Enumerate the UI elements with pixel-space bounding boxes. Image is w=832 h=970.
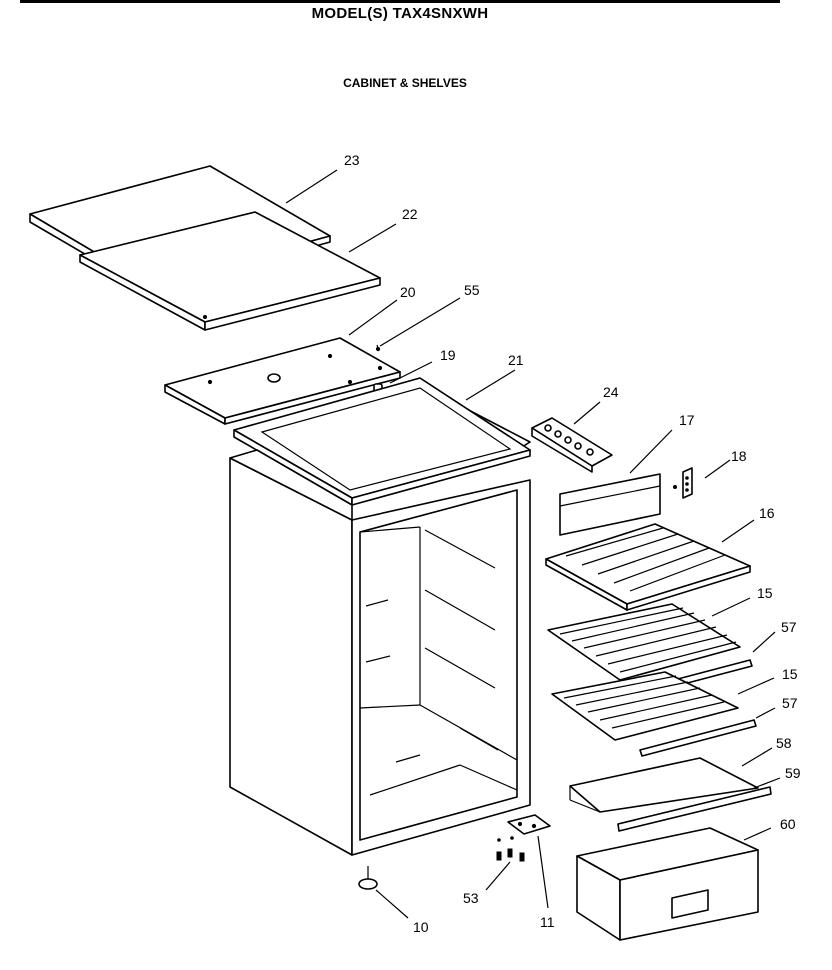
callout-11: 11 [540, 914, 555, 930]
callout-53: 53 [463, 890, 479, 906]
leader-lines [285, 169, 781, 919]
part-20-mounting-plate [164, 337, 401, 425]
part-59-shelf-trim [617, 786, 772, 832]
part-53-screws [496, 836, 525, 862]
part-17-drip-tray [559, 473, 661, 536]
part-18-bracket [673, 467, 693, 499]
part-11-hinge [507, 814, 551, 835]
callout-labels: 23 22 20 55 19 21 24 17 18 16 15 57 15 5… [344, 152, 801, 935]
part-57-trim-strip-lower [639, 719, 757, 757]
callout-60: 60 [780, 816, 796, 832]
callout-59: 59 [785, 765, 801, 781]
callout-18: 18 [731, 448, 747, 464]
model-title: MODEL(S) TAX4SNXWH [311, 5, 489, 22]
callout-21: 21 [508, 352, 524, 368]
part-16-freezer-shelf [545, 523, 751, 611]
callout-24: 24 [603, 384, 619, 400]
cabinet-top-frame [233, 377, 531, 506]
cabinet-body [229, 449, 531, 856]
callout-57-upper: 57 [781, 619, 797, 635]
callout-17: 17 [679, 412, 695, 428]
callout-57-lower: 57 [782, 695, 798, 711]
callout-20: 20 [400, 284, 416, 300]
part-24-ice-tray [531, 417, 613, 473]
part-22-top-panel [79, 211, 381, 331]
part-58-glass-shelf [569, 757, 759, 813]
part-60-crisper-drawer [576, 827, 759, 941]
part-15-wire-shelf-upper [547, 603, 741, 681]
top-border-line [20, 0, 780, 3]
callout-19: 19 [440, 347, 456, 363]
callout-22: 22 [402, 206, 418, 222]
callout-10: 10 [413, 919, 429, 935]
part-55-screw [375, 344, 381, 352]
callout-16: 16 [759, 505, 775, 521]
part-15-wire-shelf-lower [551, 671, 739, 741]
callout-15-lower: 15 [782, 666, 798, 682]
callout-55: 55 [464, 282, 480, 298]
callout-58: 58 [776, 735, 792, 751]
callout-15-upper: 15 [757, 585, 773, 601]
section-title: CABINET & SHELVES [343, 76, 467, 90]
callout-23: 23 [344, 152, 360, 168]
part-10-leveling-leg [358, 866, 378, 890]
